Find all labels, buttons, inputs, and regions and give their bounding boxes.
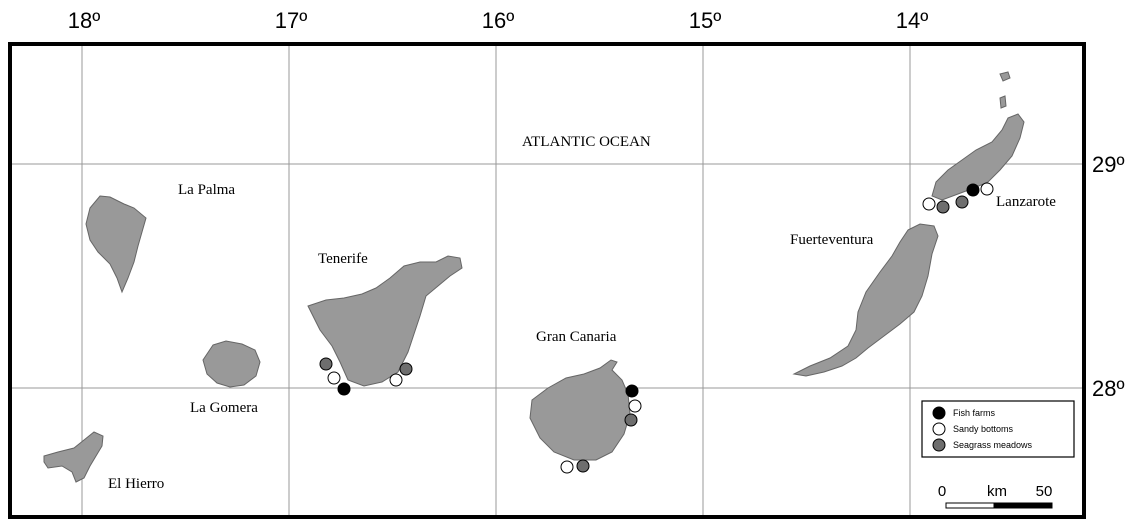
scale-end: 50 [1036, 483, 1053, 500]
lon-tick-17: 17º [275, 8, 308, 33]
island-lanzarote [931, 113, 1025, 201]
marker-sandy [389, 373, 403, 387]
sampling-sites [319, 182, 994, 474]
label-el-hierro: El Hierro [108, 476, 164, 492]
label-la-gomera: La Gomera [190, 400, 258, 416]
lon-tick-16: 16º [482, 8, 515, 33]
marker-seagrass [399, 362, 413, 376]
legend-box [921, 400, 1075, 458]
marker-seagrass [936, 200, 950, 214]
label-la-palma: La Palma [178, 182, 235, 198]
scale-start: 0 [938, 483, 946, 500]
island-la-palma [85, 195, 147, 294]
lon-tick-18: 18º [68, 8, 101, 33]
marker-fish-farm [625, 384, 639, 398]
islands [43, 71, 1025, 483]
legend-sandy-symbol [932, 422, 946, 436]
island-la-gomera [202, 340, 261, 388]
marker-sandy [327, 371, 341, 385]
marker-sandy [980, 182, 994, 196]
marker-sandy [922, 197, 936, 211]
legend: Fish farms Sandy bottoms Seagrass meadow… [921, 400, 1075, 458]
island-fuerteventura [792, 223, 939, 377]
marker-fish-farm [966, 183, 980, 197]
lon-tick-14: 14º [896, 8, 929, 33]
ocean-label: ATLANTIC OCEAN [522, 134, 651, 150]
graticule [12, 46, 1082, 515]
lon-tick-15: 15º [689, 8, 722, 33]
label-gran-canaria: Gran Canaria [536, 329, 617, 345]
scale-segment-white [945, 502, 995, 509]
legend-seagrass-symbol [932, 438, 946, 452]
islet-alegranza [999, 71, 1011, 82]
scale-unit: km [987, 483, 1007, 500]
legend-fish-farm-symbol [932, 406, 946, 420]
island-tenerife [307, 255, 463, 387]
scale-segment-black [993, 502, 1053, 509]
marker-seagrass [955, 195, 969, 209]
legend-seagrass-meadows: Seagrass meadows [953, 440, 1033, 450]
marker-seagrass [576, 459, 590, 473]
marker-fish-farm [337, 382, 351, 396]
marker-sandy [628, 399, 642, 413]
island-el-hierro [43, 431, 104, 483]
lat-tick-28: 28º [1092, 376, 1125, 401]
label-tenerife: Tenerife [318, 251, 368, 267]
label-lanzarote: Lanzarote [996, 194, 1056, 210]
lat-tick-29: 29º [1092, 152, 1125, 177]
label-fuerteventura: Fuerteventura [790, 232, 874, 248]
scale-bar: 0 km 50 [938, 483, 1053, 509]
legend-sandy-bottoms: Sandy bottoms [953, 424, 1014, 434]
marker-seagrass [624, 413, 638, 427]
marker-seagrass [319, 357, 333, 371]
legend-fish-farms: Fish farms [953, 408, 996, 418]
islet-graciosa [999, 95, 1007, 109]
marker-sandy [560, 460, 574, 474]
